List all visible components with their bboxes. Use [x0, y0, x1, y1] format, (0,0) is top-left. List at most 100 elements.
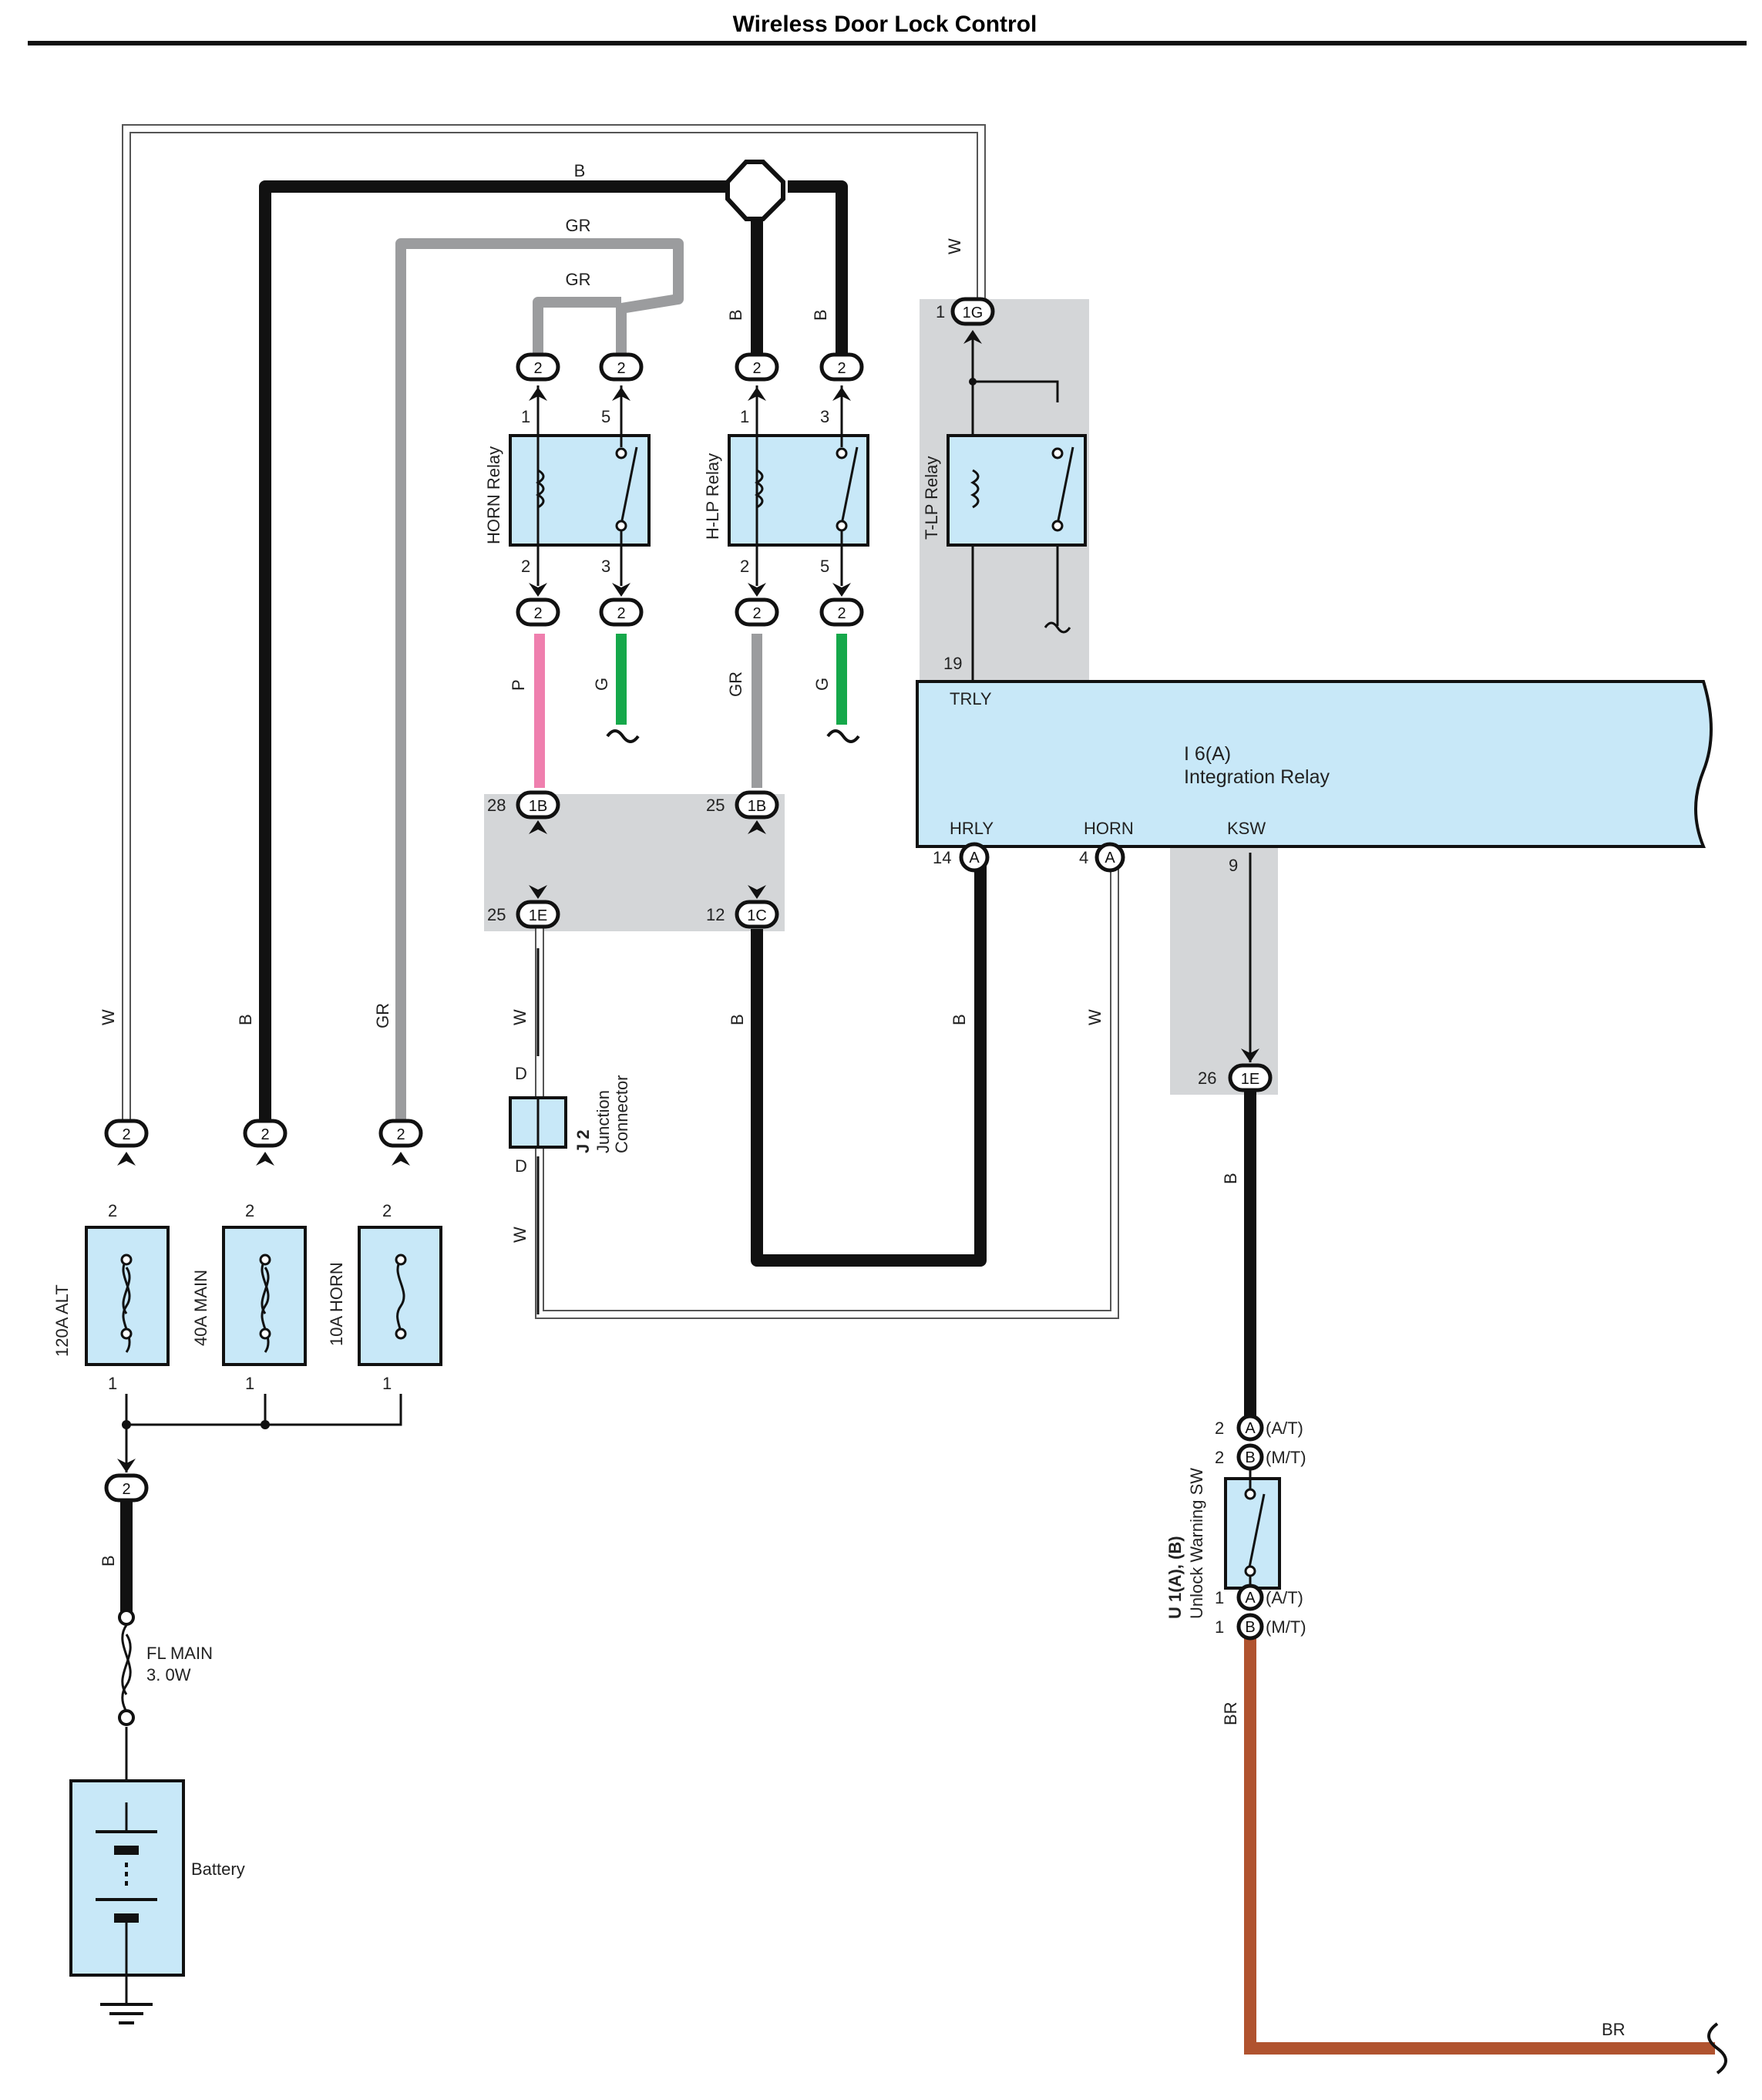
conn-hlp-relay-1: 2: [735, 352, 779, 382]
hlp-relay-contact: [836, 447, 848, 459]
conn-fl-main-top: 2: [104, 1473, 149, 1503]
fl-main-node-top: [118, 1609, 135, 1626]
tlp-splice-dot: [969, 378, 977, 385]
arrow-hlp-2: [748, 583, 766, 597]
svg-text:2: 2: [261, 1126, 269, 1143]
integration-relay-box: [916, 680, 1713, 848]
svg-text:2: 2: [837, 605, 846, 622]
pin-26: 26: [1198, 1069, 1216, 1088]
fuse-horn: [358, 1226, 442, 1366]
conn-1e-25: 1E: [516, 900, 560, 929]
fuse-alt-element-2: [122, 1267, 131, 1314]
tlp-switch-lead: [973, 380, 1059, 402]
conn-1b-25: 1B: [735, 790, 779, 819]
pin-main-1: 1: [245, 1374, 254, 1393]
conn-hlp-relay-2: 2: [735, 597, 779, 627]
pin-12: 12: [706, 905, 725, 924]
fl-main-label: FL MAIN: [146, 1644, 213, 1663]
svg-text:2: 2: [122, 1481, 130, 1498]
conn-unlock-a-2: A: [1236, 1414, 1264, 1442]
conn-hlp-relay-3: 2: [819, 352, 864, 382]
pin-unlock-a-2: 2: [1215, 1419, 1224, 1438]
arrow-heads: [117, 330, 1259, 1472]
label-b-hlp-1: B: [726, 309, 745, 321]
conn-1e-26: 1E: [1228, 1063, 1273, 1092]
pin-main-2: 2: [245, 1201, 254, 1220]
arrow-fuse-horn: [392, 1152, 410, 1166]
arrow-horn-1: [529, 387, 547, 401]
bus-dot-alt: [122, 1420, 131, 1429]
fuse-main-element-2: [261, 1267, 270, 1314]
arrow-horn-2: [529, 583, 547, 597]
svg-text:2: 2: [617, 360, 625, 377]
label-b-hlp-3: B: [811, 309, 830, 321]
bus-junction-dots: [122, 1420, 270, 1429]
arrow-tlp: [963, 330, 982, 344]
label-w-j2-top: W: [510, 1009, 530, 1025]
conn-unlock-b-1: B: [1236, 1613, 1264, 1641]
label-w-alt: W: [99, 1009, 118, 1025]
pin-19: 19: [943, 654, 962, 673]
j2-name-2: Connector: [612, 1075, 631, 1153]
fuse-horn-label: 10A HORN: [327, 1262, 346, 1346]
label-gr-2: GR: [566, 270, 591, 289]
svg-text:B: B: [1245, 1619, 1255, 1636]
fuse-horn-node: [395, 1254, 407, 1266]
pin-25-1b: 25: [706, 796, 725, 815]
conn-a-14: A: [959, 842, 990, 873]
pin-horn-1: 1: [521, 407, 530, 426]
arrow-fuse-main: [256, 1152, 274, 1166]
g-wire-hlp-end: [826, 729, 860, 743]
conn-horn-relay-2: 2: [516, 597, 560, 627]
pin-hlp-5: 5: [820, 557, 829, 576]
w-wire-alt: [122, 124, 986, 1132]
svg-text:A: A: [1245, 1590, 1256, 1607]
g-wire-horn-end: [606, 729, 640, 743]
svg-text:1G: 1G: [963, 305, 984, 321]
pin-horn-5: 5: [601, 407, 610, 426]
label-b-1c: B: [728, 1014, 747, 1025]
fuse-main-node-2: [259, 1328, 271, 1340]
arrow-horn-5: [612, 387, 630, 401]
pin-9: 9: [1229, 856, 1238, 875]
label-br-vertical: BR: [1221, 1701, 1240, 1725]
unlock-switch-contact-2: [1244, 1565, 1256, 1577]
pin-4: 4: [1079, 848, 1088, 867]
label-p: P: [509, 679, 528, 691]
component-labels: HORN Relay H-LP Relay T-LP Relay TRLY I …: [52, 446, 1330, 1879]
svg-text:1E: 1E: [1241, 1071, 1259, 1088]
horn-relay-contact: [615, 447, 627, 459]
label-gr-1: GR: [566, 216, 591, 235]
arrow-1e-26: [1241, 1048, 1259, 1062]
label-b-hrly: B: [950, 1014, 969, 1025]
label-gr-hlp: GR: [726, 671, 745, 697]
svg-text:2: 2: [533, 605, 542, 622]
conn-1b-28: 1B: [516, 790, 560, 819]
tlp-relay-switch-arm: [1056, 446, 1074, 525]
horn-relay-switch-arm: [620, 446, 638, 525]
label-w-j2-bottom: W: [510, 1227, 530, 1243]
pin-horn-2: 2: [521, 557, 530, 576]
hlp-relay-coil: [754, 469, 764, 509]
svg-text:2: 2: [752, 605, 761, 622]
svg-text:A: A: [1245, 1420, 1256, 1437]
pin-horn-3: 3: [601, 557, 610, 576]
unlock-a-2-variant: (A/T): [1266, 1419, 1303, 1438]
conn-fuse-horn-top: 2: [378, 1119, 423, 1148]
pin-14: 14: [933, 848, 951, 867]
svg-text:2: 2: [396, 1126, 405, 1143]
horn-relay: [509, 385, 651, 586]
arrow-hlp-1: [748, 387, 766, 401]
svg-text:A: A: [969, 850, 980, 867]
unlock-warning-switch: [1224, 1465, 1281, 1596]
conn-horn-relay-1: 2: [516, 352, 560, 382]
hlp-relay: [728, 385, 869, 586]
pin-25-1e: 25: [487, 905, 506, 924]
fuse-alt-label: 120A ALT: [52, 1284, 72, 1357]
label-g-hlp: G: [812, 678, 832, 691]
unlock-b-1-variant: (M/T): [1266, 1617, 1306, 1637]
connector-ovals: 2 2 2 2 2 2 2 2 2 2 2 2 1G 1B 1B 1E 1C 1…: [104, 297, 1273, 1641]
label-b-fl: B: [99, 1555, 118, 1567]
tlp-ground-end: [1044, 621, 1071, 634]
unlock-switch-arm: [1247, 1493, 1266, 1572]
